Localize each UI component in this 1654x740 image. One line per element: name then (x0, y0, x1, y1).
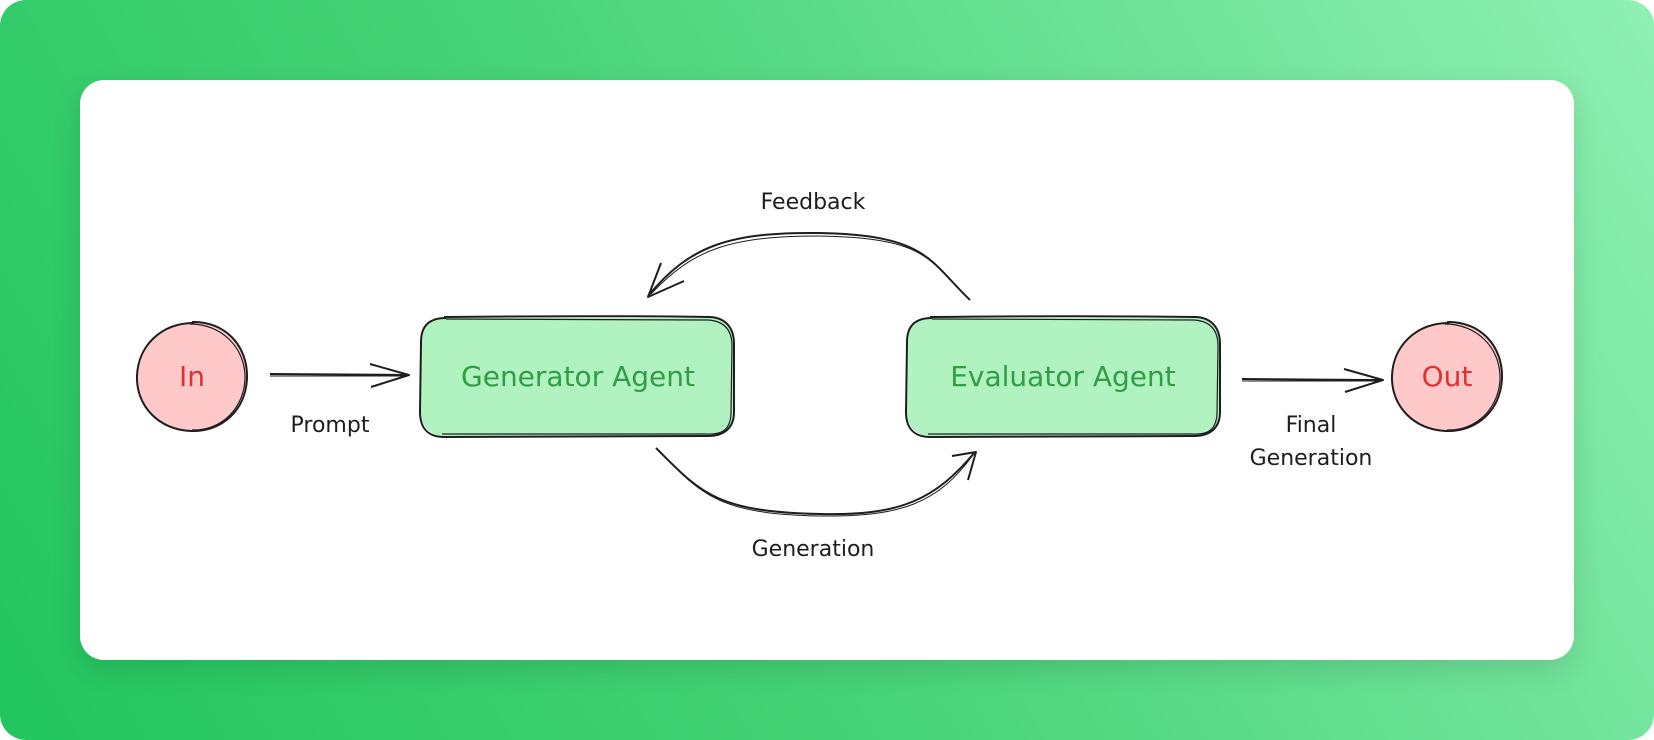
edge-prompt-label: Prompt (291, 413, 370, 438)
diagram-card (80, 80, 1574, 660)
edge-final-generation-label-line2: Generation (1250, 446, 1373, 471)
node-evaluator-agent[interactable]: Evaluator Agent (904, 315, 1221, 439)
edge-final-generation-label-line1: Final (1286, 413, 1337, 438)
node-generator-agent[interactable]: Generator Agent (418, 315, 735, 439)
node-generator-label: Generator Agent (461, 360, 695, 393)
node-out[interactable]: Out (1390, 320, 1504, 433)
edge-generation-arrow[interactable] (655, 447, 977, 517)
edge-prompt-arrow[interactable] (269, 363, 410, 388)
edge-generation-label: Generation (752, 537, 875, 562)
edge-feedback-arrow[interactable] (647, 231, 971, 301)
node-in-label: In (179, 360, 205, 393)
edge-feedback-label: Feedback (761, 190, 866, 215)
node-evaluator-label: Evaluator Agent (950, 360, 1176, 393)
edge-final-generation-arrow[interactable] (1241, 368, 1384, 393)
node-out-label: Out (1422, 360, 1473, 393)
node-in[interactable]: In (135, 320, 249, 433)
